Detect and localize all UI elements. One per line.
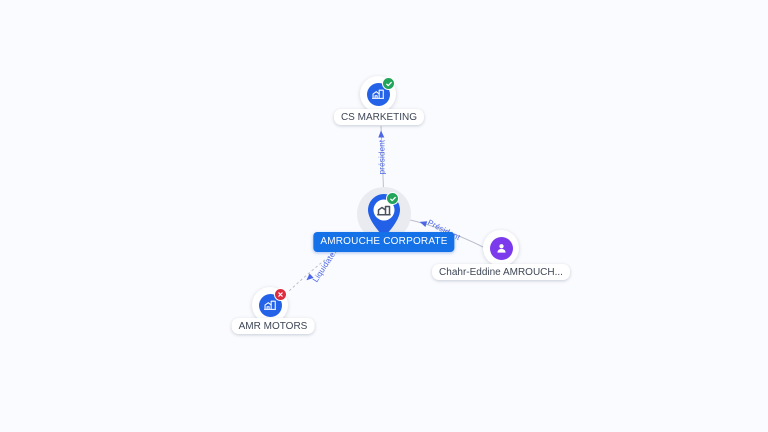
check-icon bbox=[385, 81, 392, 86]
node-label-amr-motors[interactable]: AMR MOTORS bbox=[231, 318, 315, 334]
check-icon bbox=[389, 196, 396, 201]
arrowhead-left-icon bbox=[419, 221, 428, 227]
closed-badge bbox=[274, 288, 287, 301]
company-building-icon bbox=[263, 300, 277, 310]
verified-badge bbox=[382, 77, 395, 90]
x-icon bbox=[278, 292, 283, 297]
company-building-icon bbox=[377, 205, 391, 216]
node-label-cs-marketing[interactable]: CS MARKETING bbox=[333, 109, 425, 125]
person-icon bbox=[496, 243, 506, 253]
person-icon-bg bbox=[489, 236, 513, 260]
arrowhead-up-icon bbox=[378, 130, 385, 138]
verified-badge bbox=[386, 192, 399, 205]
map-pin-icon bbox=[368, 194, 400, 237]
company-building-icon bbox=[371, 89, 385, 99]
node-label-amrouche-corporate-selected[interactable]: AMROUCHE CORPORATE bbox=[313, 232, 455, 252]
node-label-chahr-eddine[interactable]: Chahr-Eddine AMROUCH... bbox=[432, 264, 570, 280]
arrowhead-downleft-icon bbox=[306, 273, 314, 281]
edge-label-president-vertical: président bbox=[377, 139, 387, 175]
node-chahr-eddine[interactable] bbox=[483, 230, 519, 266]
edge-president-person bbox=[405, 218, 484, 248]
node-amrouche-corporate[interactable] bbox=[366, 193, 402, 244]
